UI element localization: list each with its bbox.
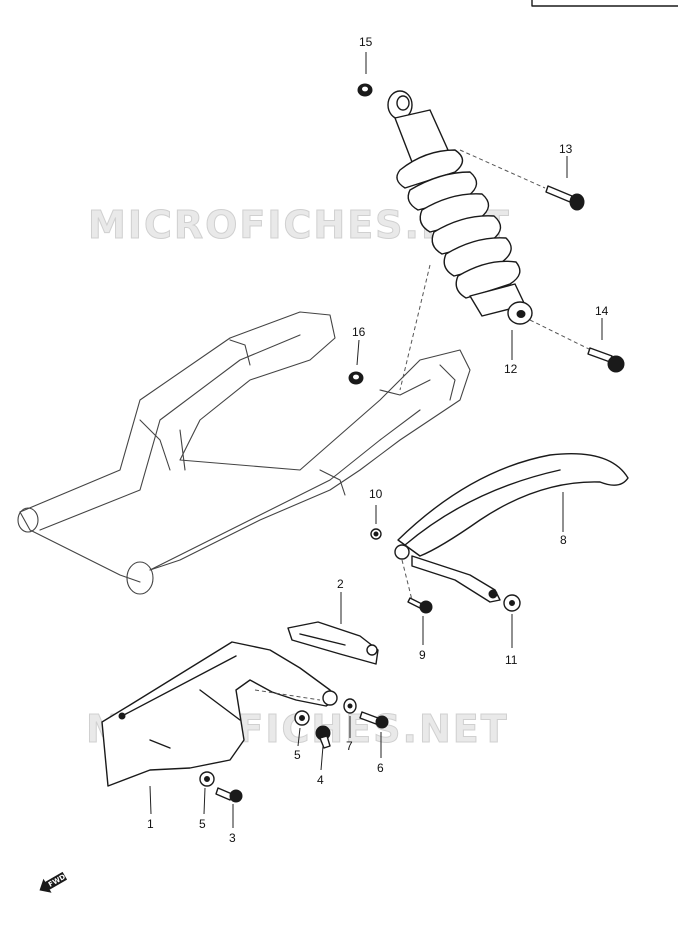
bolt13-line <box>459 149 546 189</box>
callout-13: 13 <box>559 142 573 156</box>
fwd-label: FWD <box>47 873 67 889</box>
washer-part-7 <box>343 698 357 714</box>
callout-11: 11 <box>505 653 518 667</box>
bolt-part-3 <box>215 787 243 803</box>
swingarm-outline <box>17 311 471 595</box>
callout-9: 9 <box>419 648 426 662</box>
callout-16: 16 <box>352 325 366 339</box>
bolt-part-9 <box>407 597 433 614</box>
chain-guard-part-1 <box>101 641 338 787</box>
callout-3: 3 <box>229 831 236 845</box>
shock-mount-line <box>399 264 431 391</box>
washer-part-5-lower <box>199 771 215 787</box>
bolt-part-6 <box>359 711 389 729</box>
washer-part-11 <box>503 594 521 612</box>
callout-14: 14 <box>595 304 609 318</box>
chain-cover-part-8 <box>394 452 629 603</box>
page-frame-corner <box>531 0 678 7</box>
bolt-part-14 <box>587 347 625 373</box>
callout-4: 4 <box>317 773 324 787</box>
callout-5-upper: 5 <box>294 748 301 762</box>
bolt-part-13 <box>545 185 585 211</box>
washer-part-5-upper <box>294 710 310 726</box>
callout-6: 6 <box>377 761 384 775</box>
callout-2: 2 <box>337 577 344 591</box>
callout-5-lower: 5 <box>199 817 206 831</box>
callout-12: 12 <box>504 362 518 376</box>
callout-15: 15 <box>359 35 373 49</box>
leader-lines <box>149 52 603 828</box>
bracket-part-2 <box>287 621 379 665</box>
nut-part-15 <box>357 83 373 97</box>
shock-absorber-part-12 <box>387 90 533 325</box>
callout-10: 10 <box>369 487 383 501</box>
callout-8: 8 <box>560 533 567 547</box>
callout-labels: 15 13 14 12 16 10 8 2 9 11 7 6 5 4 1 5 3 <box>147 35 609 845</box>
fwd-arrow-badge: FWD <box>39 871 67 893</box>
bolt-part-4 <box>315 725 331 749</box>
callout-1: 1 <box>147 817 154 831</box>
nut-part-16 <box>348 371 364 385</box>
collar-part-10 <box>370 528 382 540</box>
callout-7: 7 <box>346 739 353 753</box>
bolt14-line <box>529 319 596 353</box>
